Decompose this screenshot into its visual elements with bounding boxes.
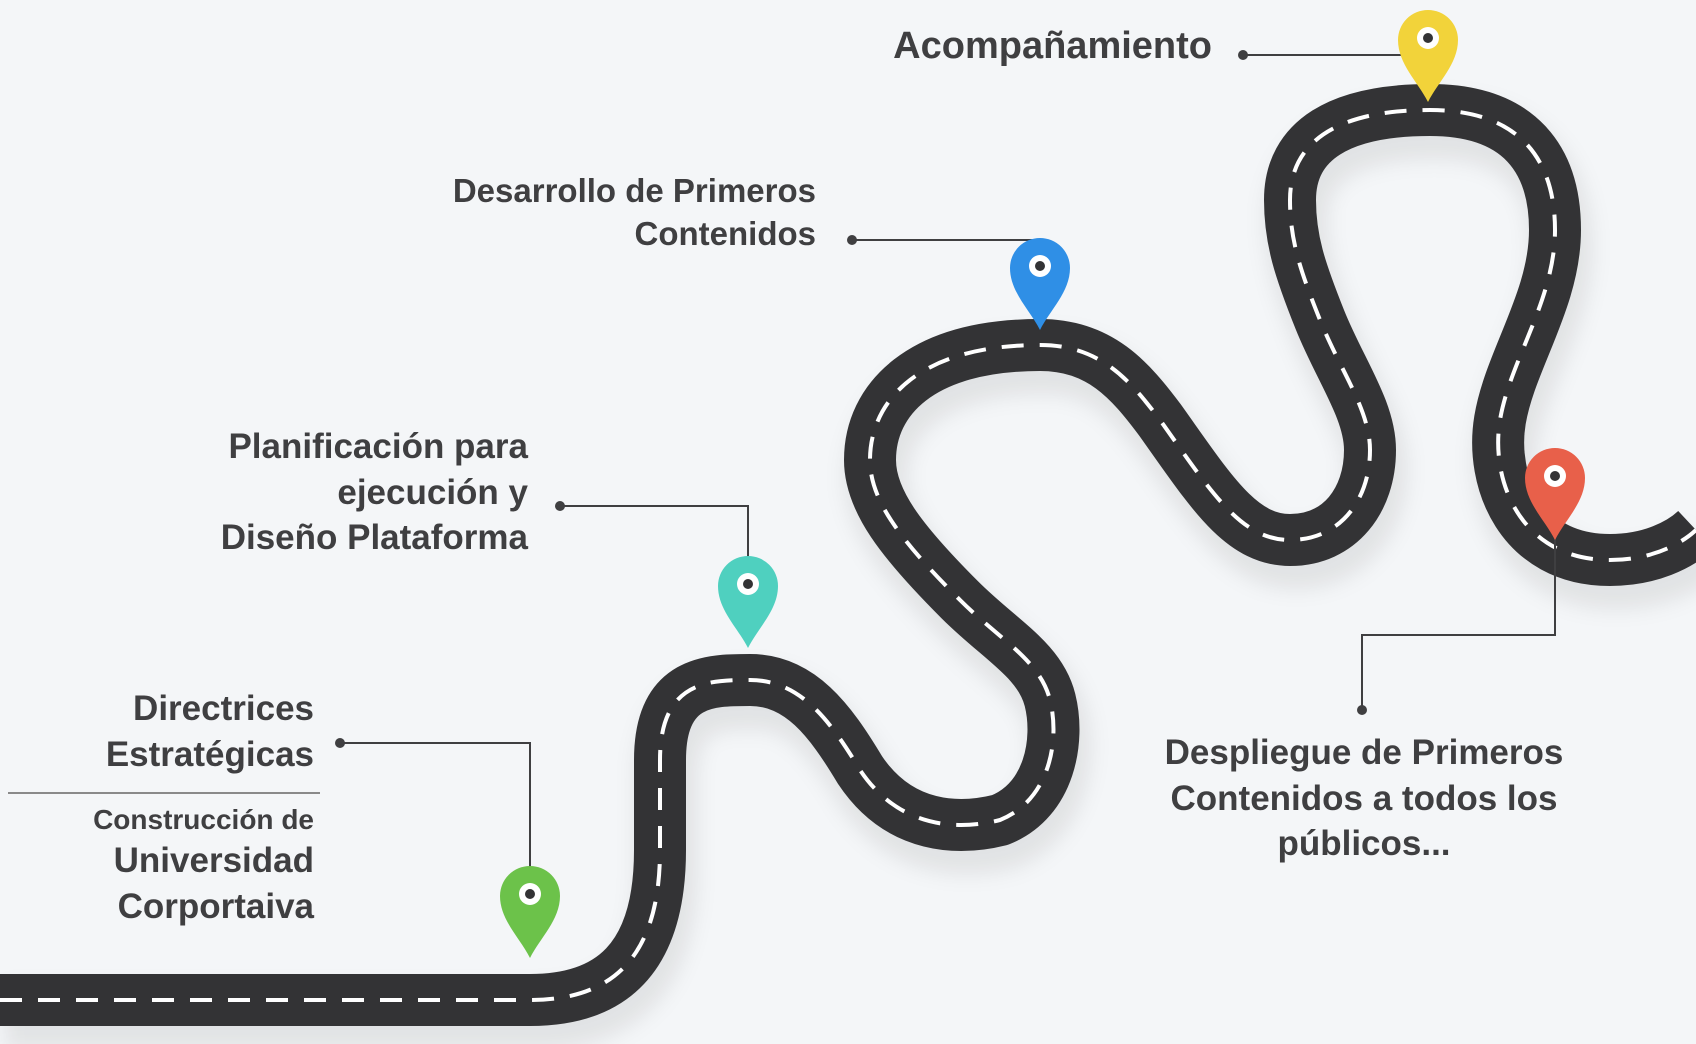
label-line: Desarrollo de Primeros bbox=[452, 172, 816, 209]
connector-despliegue bbox=[1361, 520, 1556, 708]
pin-body bbox=[500, 866, 560, 958]
pin-icon-planificacion bbox=[718, 556, 778, 648]
label-line: Universidad bbox=[113, 841, 314, 881]
pin-icon-directrices bbox=[500, 866, 560, 958]
pin-icon-despliegue bbox=[1525, 448, 1585, 540]
label-line: Acompañamiento bbox=[893, 25, 1212, 67]
label-line: Diseño Plataforma bbox=[220, 518, 528, 557]
pin-center bbox=[1550, 471, 1560, 481]
connector-planificacion bbox=[560, 505, 749, 630]
pin-icon-desarrollo bbox=[1010, 238, 1070, 330]
label-line: Contenidos a todos los bbox=[1170, 778, 1558, 818]
label-line: ejecución y bbox=[337, 472, 528, 512]
pin-center bbox=[525, 889, 535, 899]
label-line: Estratégicas bbox=[105, 734, 314, 774]
secondary-label-universidad: Construcción de Universidad Corportaiva bbox=[93, 802, 314, 929]
pin-body bbox=[1398, 10, 1458, 102]
label-divider bbox=[8, 792, 320, 794]
label-line: Contenidos bbox=[634, 214, 816, 252]
connector-dot-directrices bbox=[335, 738, 345, 748]
road-centerline bbox=[0, 107, 1696, 1002]
connector-dot-despliegue bbox=[1357, 705, 1367, 715]
connector-directrices bbox=[340, 742, 531, 945]
pin-body bbox=[718, 556, 778, 648]
milestone-label-planificacion: Planificación para ejecución y Diseño Pl… bbox=[221, 424, 528, 561]
label-line: Planificación para bbox=[228, 427, 528, 466]
secondary-small-line: Construcción de bbox=[93, 804, 314, 835]
label-line: públicos... bbox=[1277, 824, 1451, 863]
connector-acompanamiento bbox=[1243, 54, 1429, 70]
pin-center bbox=[1423, 33, 1433, 43]
milestone-label-desarrollo: Desarrollo de Primeros Contenidos bbox=[453, 170, 816, 256]
pin-body bbox=[1010, 238, 1070, 330]
connector-dot-acompanamiento bbox=[1238, 50, 1248, 60]
pin-icon-acompanamiento bbox=[1398, 10, 1458, 102]
pin-body bbox=[1525, 448, 1585, 540]
pin-center bbox=[743, 579, 753, 589]
milestone-label-directrices: Directrices Estratégicas bbox=[106, 686, 314, 777]
label-line: Corportaiva bbox=[117, 886, 314, 926]
label-line: Despliegue de Primeros bbox=[1164, 733, 1564, 772]
milestone-label-despliegue: Despliegue de Primeros Contenidos a todo… bbox=[1122, 730, 1606, 867]
connector-dot-desarrollo bbox=[847, 235, 857, 245]
milestone-label-acompanamiento: Acompañamiento bbox=[893, 22, 1212, 71]
pin-center bbox=[1035, 261, 1045, 271]
label-line: Directrices bbox=[133, 689, 314, 728]
connector-dot-planificacion bbox=[555, 501, 565, 511]
